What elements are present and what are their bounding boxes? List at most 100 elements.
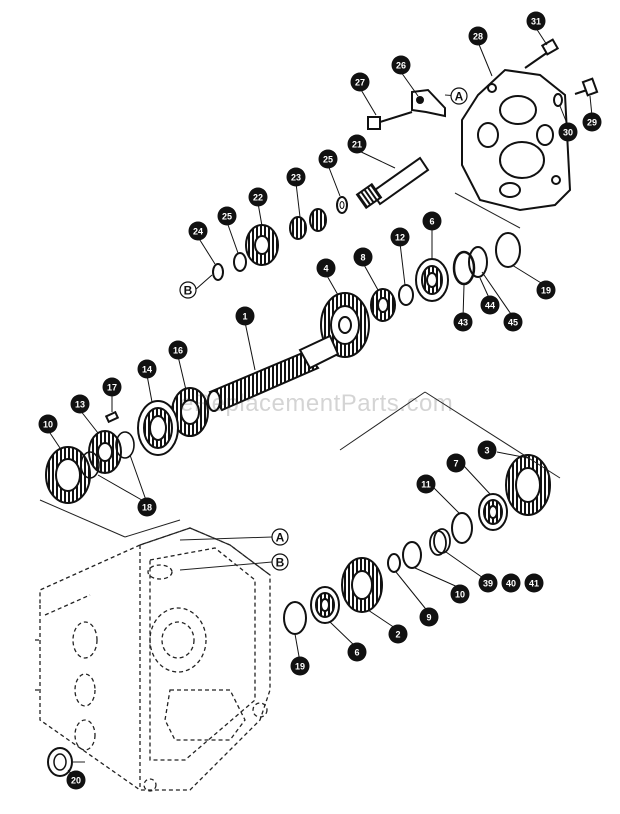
bracket-part bbox=[411, 88, 446, 118]
synchronizer-16-part bbox=[171, 387, 209, 437]
washer-10-part bbox=[402, 541, 422, 569]
svg-text:A: A bbox=[276, 531, 285, 545]
svg-text:23: 23 bbox=[291, 173, 301, 183]
callout-14: 14 bbox=[137, 359, 157, 379]
gear-22-part bbox=[245, 224, 279, 266]
washer-25a-part bbox=[336, 196, 348, 214]
bearing-6b-part bbox=[310, 586, 340, 624]
callout-6-lower: 6 bbox=[347, 642, 367, 662]
shims-part bbox=[429, 528, 451, 556]
svg-text:16: 16 bbox=[173, 346, 183, 356]
hub-13-part bbox=[88, 430, 122, 474]
reference-a-lower: A bbox=[271, 528, 289, 546]
callout-12: 12 bbox=[390, 227, 410, 247]
callout-3: 3 bbox=[477, 440, 497, 460]
svg-text:25: 25 bbox=[323, 155, 333, 165]
washer-30-part bbox=[553, 93, 563, 107]
callout-8: 8 bbox=[353, 247, 373, 267]
svg-text:10: 10 bbox=[455, 590, 465, 600]
callout-1: 1 bbox=[235, 306, 255, 326]
snap-ring-43-part bbox=[452, 250, 476, 286]
callout-2: 2 bbox=[388, 624, 408, 644]
svg-text:12: 12 bbox=[395, 233, 405, 243]
snap-ring-44-part bbox=[468, 246, 488, 278]
callout-25-upper: 25 bbox=[318, 149, 338, 169]
svg-text:1: 1 bbox=[242, 312, 247, 322]
svg-text:45: 45 bbox=[508, 318, 518, 328]
snap-ring-19a-part bbox=[495, 232, 521, 268]
svg-text:24: 24 bbox=[193, 227, 203, 237]
reference-markers: A B A B bbox=[179, 87, 468, 571]
callout-44: 44 bbox=[480, 295, 500, 315]
callout-27: 27 bbox=[350, 72, 370, 92]
svg-text:17: 17 bbox=[107, 383, 117, 393]
callout-21: 21 bbox=[347, 134, 367, 154]
callout-22: 22 bbox=[248, 187, 268, 207]
bolt-27-part bbox=[367, 111, 413, 130]
svg-text:28: 28 bbox=[473, 32, 483, 42]
svg-text:3: 3 bbox=[484, 446, 489, 456]
svg-text:43: 43 bbox=[458, 318, 468, 328]
needle-bearings-part bbox=[289, 208, 327, 240]
bearing-7-part bbox=[478, 493, 508, 531]
callout-28: 28 bbox=[468, 26, 488, 46]
svg-text:30: 30 bbox=[563, 128, 573, 138]
svg-text:44: 44 bbox=[485, 301, 495, 311]
svg-text:18: 18 bbox=[142, 503, 152, 513]
svg-text:13: 13 bbox=[75, 400, 85, 410]
callout-6-upper: 6 bbox=[422, 211, 442, 231]
bearing-6a-part bbox=[415, 258, 449, 302]
svg-text:31: 31 bbox=[531, 17, 541, 27]
main-shaft-part bbox=[207, 334, 340, 412]
callout-17: 17 bbox=[102, 377, 122, 397]
gear-2-part bbox=[341, 557, 383, 613]
svg-text:25: 25 bbox=[222, 212, 232, 222]
svg-text:21: 21 bbox=[352, 140, 362, 150]
cap-screw-part bbox=[524, 38, 560, 69]
bearing-8-part bbox=[370, 288, 396, 322]
svg-text:7: 7 bbox=[453, 459, 458, 469]
callout-31: 31 bbox=[526, 11, 546, 31]
coupler-14-part bbox=[137, 400, 179, 456]
callout-10-lower: 10 bbox=[450, 584, 470, 604]
svg-text:9: 9 bbox=[426, 613, 431, 623]
callout-45: 45 bbox=[503, 312, 523, 332]
key-17-part bbox=[104, 410, 120, 424]
callout-18: 18 bbox=[137, 497, 157, 517]
reference-b-lower: B bbox=[271, 553, 289, 571]
svg-text:B: B bbox=[184, 284, 193, 298]
svg-text:10: 10 bbox=[43, 420, 53, 430]
svg-text:27: 27 bbox=[355, 78, 365, 88]
svg-text:B: B bbox=[276, 556, 285, 570]
callout-4: 4 bbox=[316, 258, 336, 278]
svg-text:11: 11 bbox=[421, 480, 431, 490]
alignment-lines bbox=[39, 94, 561, 763]
plug-part bbox=[47, 747, 73, 777]
cap-screw-29-part bbox=[574, 77, 599, 97]
reference-a-upper: A bbox=[450, 87, 468, 105]
ring-12-part bbox=[398, 284, 414, 306]
svg-text:41: 41 bbox=[529, 579, 539, 589]
callout-19-lower: 19 bbox=[290, 656, 310, 676]
snap-ring-19b-part bbox=[283, 601, 307, 635]
snap-ring-24-part bbox=[212, 263, 224, 281]
callout-39: 39 bbox=[478, 573, 498, 593]
callout-26: 26 bbox=[391, 55, 411, 75]
callout-9: 9 bbox=[419, 607, 439, 627]
svg-text:39: 39 bbox=[483, 579, 493, 589]
svg-text:40: 40 bbox=[506, 579, 516, 589]
callout-40: 40 bbox=[501, 573, 521, 593]
svg-text:20: 20 bbox=[71, 776, 81, 786]
leader-lines bbox=[47, 27, 593, 778]
callout-16: 16 bbox=[168, 340, 188, 360]
svg-text:19: 19 bbox=[295, 662, 305, 672]
callout-20: 20 bbox=[66, 770, 86, 790]
snap-rings-18-part bbox=[80, 431, 135, 479]
gear-10-part bbox=[45, 446, 91, 504]
washer-25b-part bbox=[233, 252, 247, 272]
snap-ring-11-part bbox=[451, 512, 473, 544]
callout-43: 43 bbox=[453, 312, 473, 332]
svg-text:22: 22 bbox=[253, 193, 263, 203]
svg-text:19: 19 bbox=[541, 286, 551, 296]
